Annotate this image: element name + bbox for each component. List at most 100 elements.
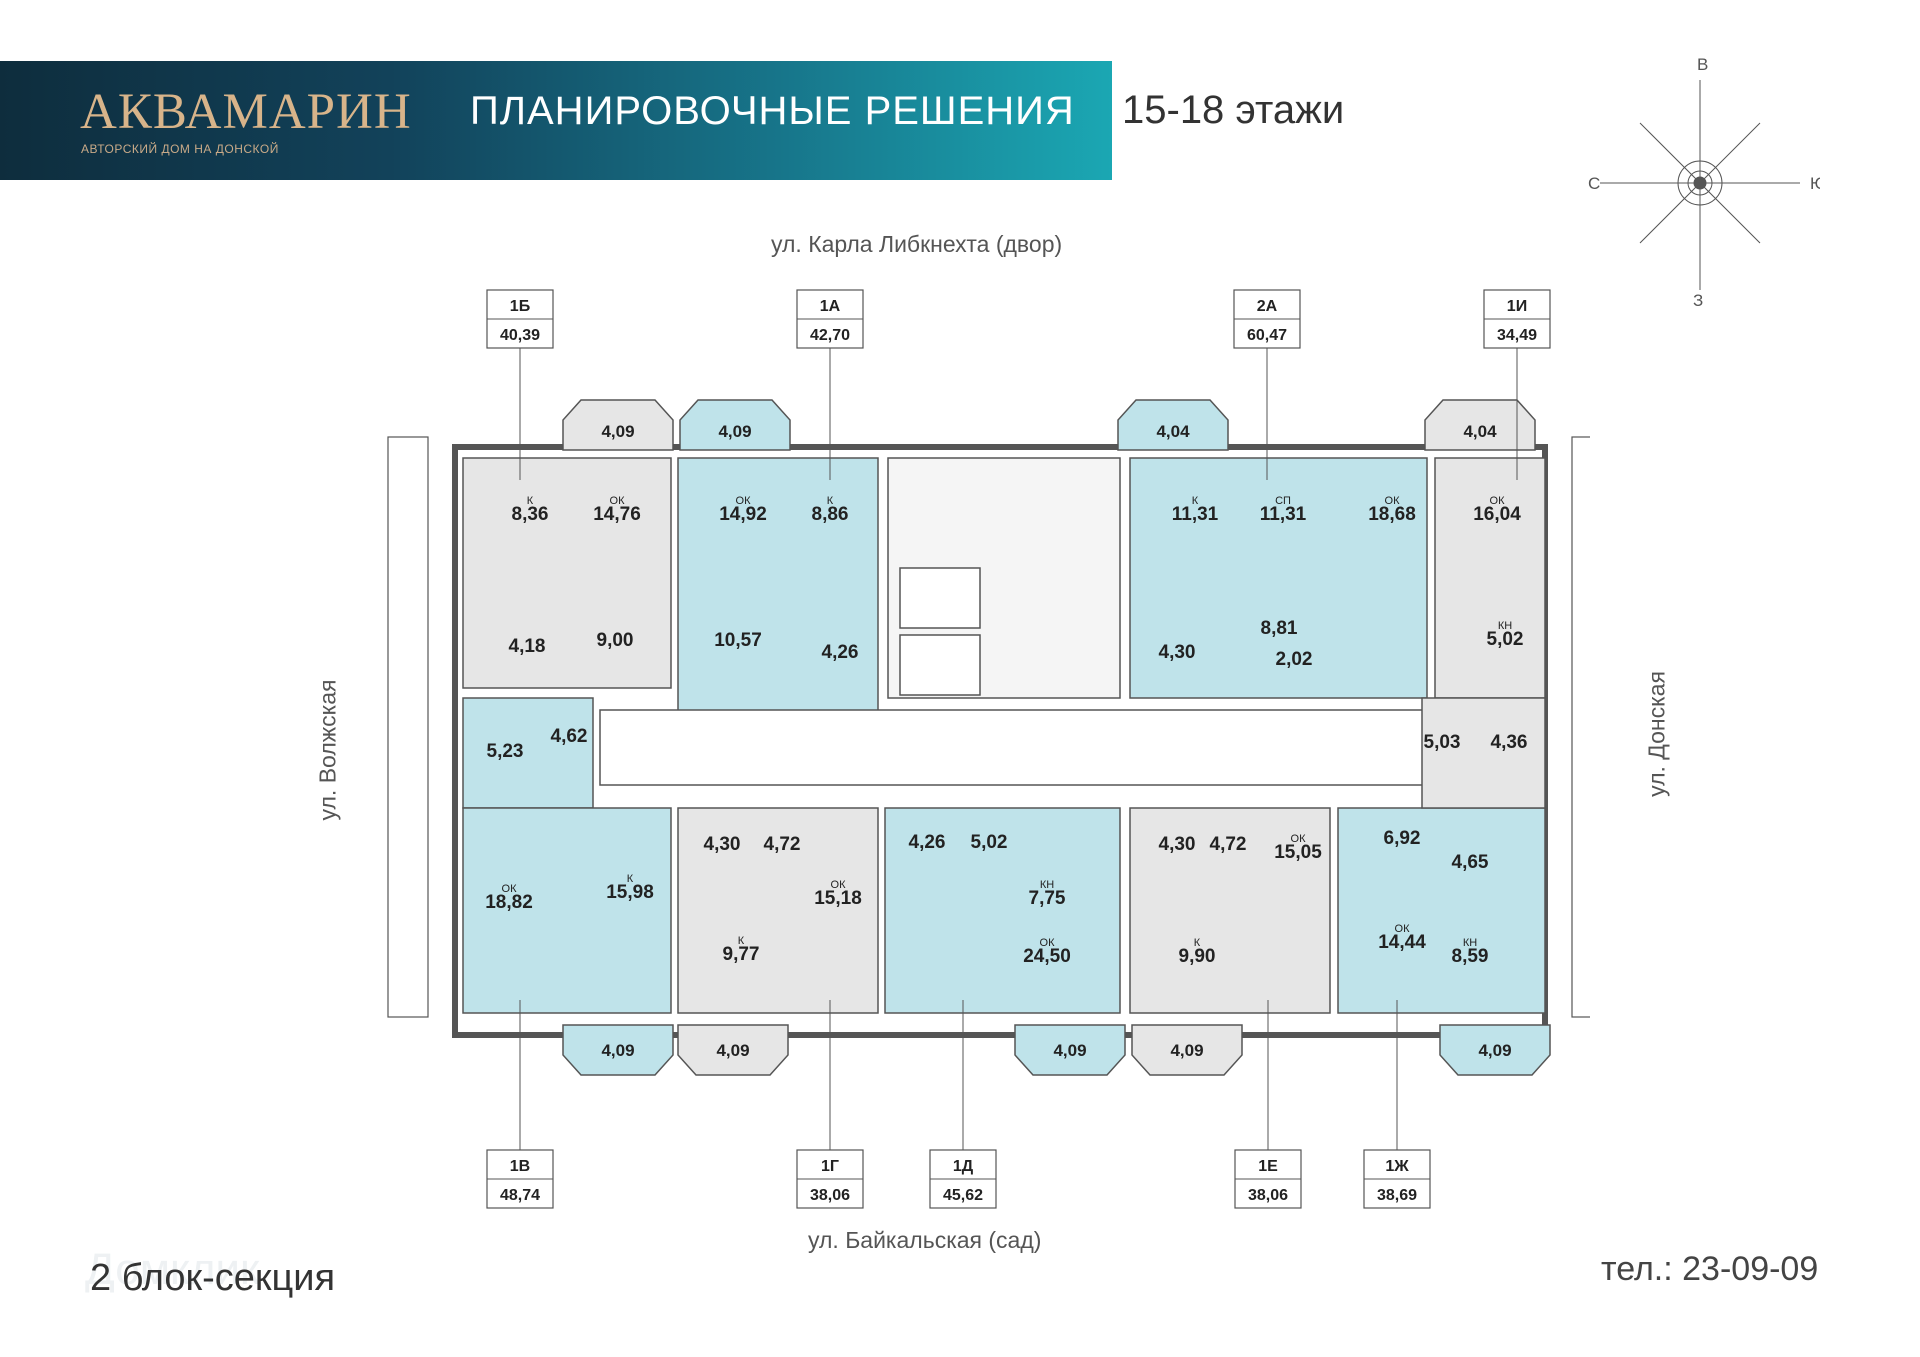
room-area-18: 18,82 <box>485 892 533 913</box>
room-type-30: ОК <box>1291 833 1307 845</box>
room-area-1: 14,76 <box>593 504 641 525</box>
room-type-1: ОК <box>610 495 626 507</box>
room-area-2: 4,18 <box>509 636 546 657</box>
floors-label: 15-18 этажи <box>1122 88 1345 132</box>
apartment-1i-lower <box>1421 697 1546 809</box>
room-area-37: 4,36 <box>1491 732 1528 753</box>
room-type-23: К <box>738 935 745 947</box>
apartment-area-2: 60,47 <box>1247 327 1287 344</box>
room-area-23: 9,77 <box>723 944 760 965</box>
balcony-5 <box>677 1024 789 1076</box>
room-type-10: ОК <box>1385 495 1401 507</box>
room-area-27: 24,50 <box>1023 946 1071 967</box>
balcony-area-5: 4,09 <box>716 1041 749 1060</box>
compass-south: З <box>1693 291 1703 310</box>
room-area-0: 8,36 <box>512 504 549 525</box>
apartment-2a <box>1129 457 1428 699</box>
room-type-31: К <box>1194 937 1201 949</box>
room-area-36: 5,03 <box>1424 732 1461 753</box>
apartment-code-0: 1Б <box>510 298 530 315</box>
room-area-15: 5,02 <box>1487 629 1524 650</box>
compass-north: В <box>1697 55 1708 74</box>
room-area-22: 15,18 <box>814 888 862 909</box>
apartment-area-8: 38,69 <box>1377 1187 1417 1204</box>
room-area-34: 14,44 <box>1378 932 1426 953</box>
room-type-19: К <box>627 873 634 885</box>
corridor <box>599 709 1431 786</box>
balcony-8 <box>1439 1024 1551 1076</box>
section-label: 2 блок-секция <box>90 1257 336 1299</box>
room-area-6: 10,57 <box>714 630 762 651</box>
apartment-code-1: 1А <box>820 298 841 315</box>
elevator-2 <box>899 634 981 696</box>
apartment-area-0: 40,39 <box>500 327 540 344</box>
room-type-8: К <box>1192 495 1199 507</box>
room-area-17: 4,62 <box>551 726 588 747</box>
room-type-5: К <box>827 495 834 507</box>
room-type-27: ОК <box>1040 937 1056 949</box>
balcony-area-0: 4,09 <box>601 422 634 441</box>
brand-logo: АКВАМАРИН <box>80 84 412 140</box>
elevator-1 <box>899 567 981 629</box>
room-area-9: 11,31 <box>1260 504 1307 525</box>
balcony-area-7: 4,09 <box>1170 1041 1203 1060</box>
room-area-14: 16,04 <box>1473 504 1521 525</box>
room-type-9: СП <box>1275 495 1291 507</box>
apartment-1v-bath <box>462 697 594 809</box>
phone-number: тел.: 23-09-09 <box>1601 1250 1819 1288</box>
balcony-area-3: 4,04 <box>1463 422 1497 441</box>
page-title: ПЛАНИРОВОЧНЫЕ РЕШЕНИЯ <box>470 89 1075 133</box>
balcony-area-1: 4,09 <box>718 422 751 441</box>
apartment-1a <box>677 457 879 714</box>
apartment-1i <box>1434 457 1546 699</box>
room-area-12: 8,81 <box>1261 618 1298 639</box>
room-type-26: КН <box>1040 879 1054 891</box>
room-area-4: 14,92 <box>719 504 767 525</box>
room-area-8: 11,31 <box>1172 504 1219 525</box>
room-area-26: 7,75 <box>1029 888 1066 909</box>
watermark: Домклик <box>85 1245 260 1294</box>
room-type-35: КН <box>1463 937 1477 949</box>
apartment-code-6: 1Д <box>953 1158 974 1175</box>
apartment-area-5: 38,06 <box>810 1187 850 1204</box>
room-area-28: 4,30 <box>1159 834 1196 855</box>
room-type-15: КН <box>1498 620 1512 632</box>
room-type-4: ОК <box>736 495 752 507</box>
balcony-area-2: 4,04 <box>1156 422 1190 441</box>
apartment-code-4: 1В <box>510 1158 530 1175</box>
apartment-1zh <box>1337 807 1546 1014</box>
balcony-2 <box>1117 399 1229 451</box>
room-type-22: ОК <box>831 879 847 891</box>
apartment-1e <box>1129 807 1331 1014</box>
room-area-24: 4,26 <box>909 832 946 853</box>
room-area-7: 4,26 <box>822 642 859 663</box>
room-area-31: 9,90 <box>1179 946 1216 967</box>
brand-subtitle: АВТОРСКИЙ ДОМ НА ДОНСКОЙ <box>81 142 279 156</box>
apartment-area-6: 45,62 <box>943 1187 983 1204</box>
balcony-1 <box>679 399 791 451</box>
apartment-area-4: 48,74 <box>500 1187 540 1204</box>
apartment-1b <box>462 457 672 689</box>
room-type-14: ОК <box>1490 495 1506 507</box>
room-type-0: К <box>527 495 534 507</box>
apartment-area-1: 42,70 <box>810 327 850 344</box>
room-area-19: 15,98 <box>606 882 654 903</box>
street-left: ул. Волжская <box>314 679 341 821</box>
room-type-34: ОК <box>1395 923 1411 935</box>
room-area-30: 15,05 <box>1274 842 1322 863</box>
header-banner: АКВАМАРИН АВТОРСКИЙ ДОМ НА ДОНСКОЙ ПЛАНИ… <box>0 61 1112 180</box>
apartment-code-8: 1Ж <box>1385 1158 1409 1175</box>
room-area-16: 5,23 <box>487 741 524 762</box>
room-area-25: 5,02 <box>971 832 1008 853</box>
room-area-10: 18,68 <box>1368 504 1416 525</box>
apartment-1g <box>677 807 879 1014</box>
balcony-7 <box>1131 1024 1243 1076</box>
room-area-21: 4,72 <box>764 834 801 855</box>
room-area-33: 4,65 <box>1452 852 1489 873</box>
neighbour-building-right <box>1571 436 1590 1018</box>
balcony-area-8: 4,09 <box>1478 1041 1511 1060</box>
apartment-area-3: 34,49 <box>1497 327 1537 344</box>
room-area-32: 6,92 <box>1384 828 1421 849</box>
room-type-18: ОК <box>502 883 518 895</box>
